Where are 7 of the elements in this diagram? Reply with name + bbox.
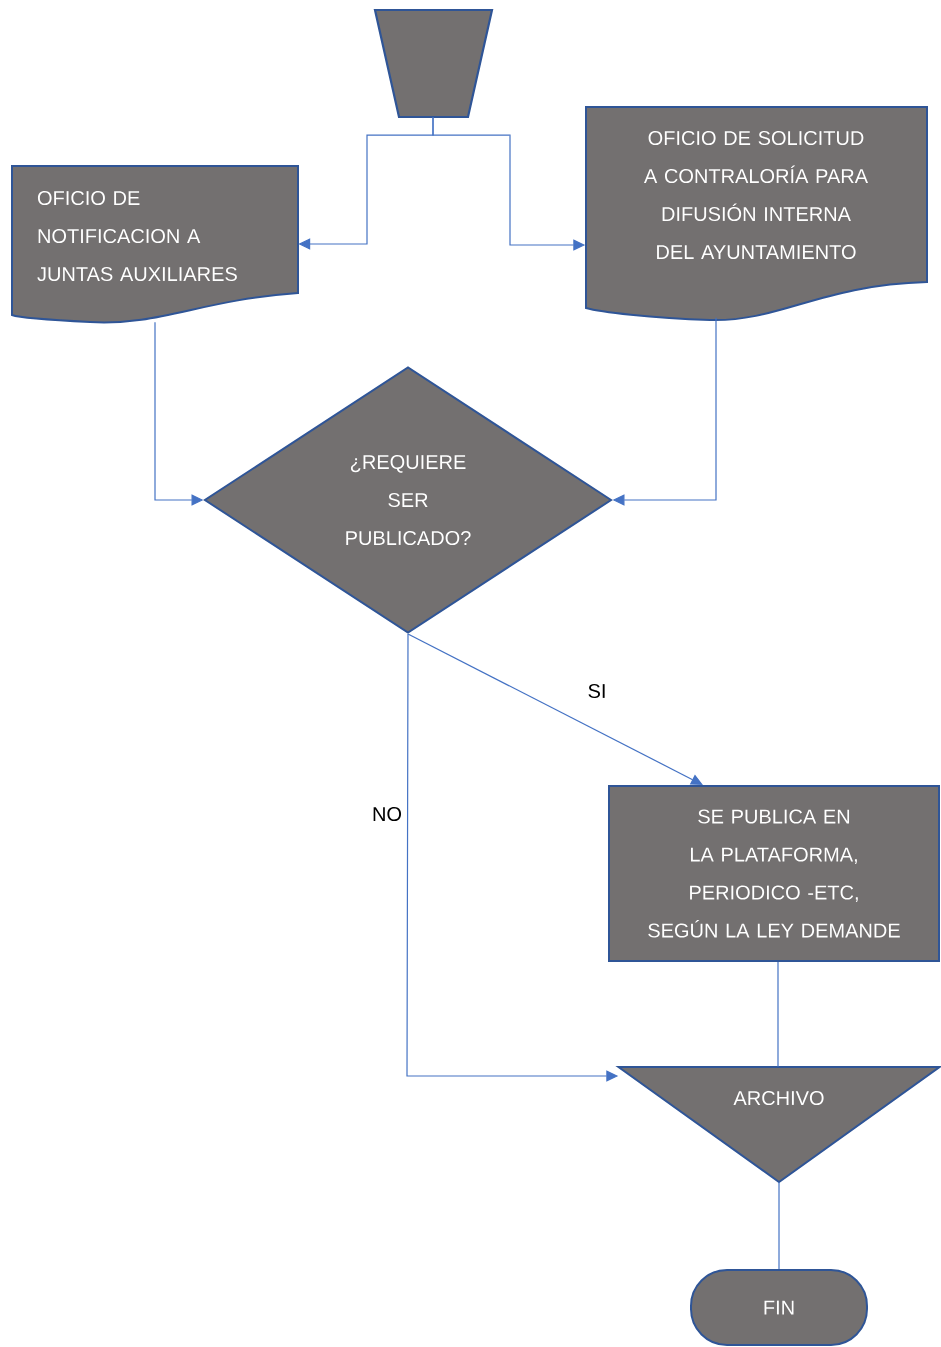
trapezoid-shape	[373, 8, 494, 119]
process-box: SE PUBLICA EN LA PLATAFORMA, PERIODICO -ETC, SEGÚN LA LEY DEMANDE	[608, 785, 940, 962]
arrow	[407, 633, 703, 785]
connector-line	[778, 1181, 780, 1270]
edge-label: SI	[585, 681, 609, 701]
connector-line	[777, 961, 779, 1068]
edge-label: NO	[370, 804, 404, 824]
